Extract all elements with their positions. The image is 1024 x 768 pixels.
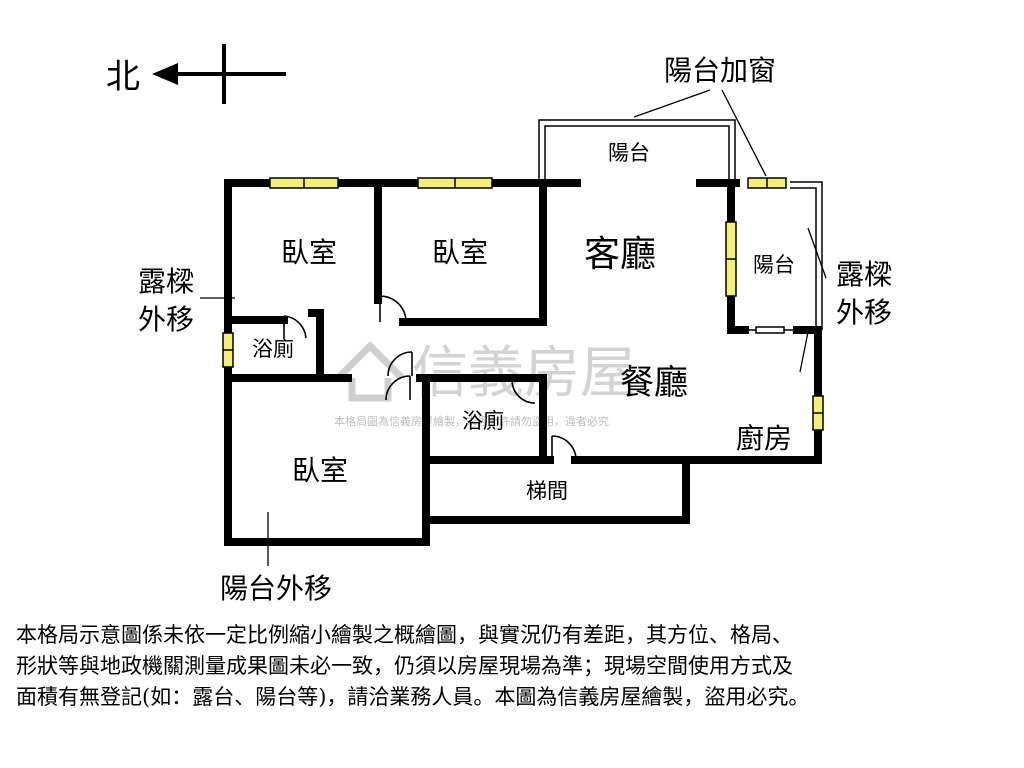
- room-bedroom-1: 臥室: [281, 236, 337, 269]
- watermark-brand: 信義房屋: [412, 341, 636, 406]
- room-bedroom-3: 臥室: [292, 454, 348, 487]
- callout-balcony-window: 陽台加窗: [664, 54, 776, 87]
- doors: [283, 295, 577, 461]
- door-stair: [551, 435, 577, 461]
- room-living: 客廳: [584, 234, 656, 275]
- door-bathroom-upper: [283, 315, 307, 339]
- watermark: 信義房屋 本格局圖為信義房屋繪製，未經允許請勿盜用，違者必究: [334, 341, 636, 428]
- room-bathroom-1: 浴廁: [252, 337, 294, 361]
- windows: [222, 177, 824, 431]
- north-arrow: 北: [106, 44, 286, 104]
- room-stairwell: 梯間: [526, 479, 568, 503]
- door-bedroom-lower: [385, 375, 411, 401]
- room-balcony-right: 陽台: [753, 253, 795, 277]
- disclaimer-text: 本格局示意圖係未依一定比例縮小繪製之概繪圖，與實況仍有差距，其方位、格局、 形狀…: [16, 623, 810, 709]
- door-bathroom-middle: [511, 379, 536, 404]
- door-hall: [387, 351, 413, 377]
- room-kitchen: 廚房: [736, 422, 792, 455]
- callout-beam-left-1: 露樑: [138, 265, 194, 298]
- callout-beam-right-2: 外移: [836, 296, 892, 329]
- watermark-logo-icon: [335, 341, 405, 402]
- room-balcony-top: 陽台: [608, 141, 650, 165]
- room-bathroom-2: 浴廁: [462, 409, 504, 433]
- room-bedroom-2: 臥室: [432, 236, 488, 269]
- callout-beam-right-1: 露樑: [836, 258, 892, 291]
- door-bedroom-2: [379, 295, 407, 323]
- balcony-top-outline: [538, 119, 736, 183]
- callout-lines: [200, 89, 827, 566]
- north-label: 北: [106, 57, 140, 97]
- callout-balcony-moved: 陽台外移: [220, 572, 332, 605]
- room-dining: 餐廳: [620, 363, 688, 403]
- callout-beam-left-2: 外移: [138, 303, 194, 336]
